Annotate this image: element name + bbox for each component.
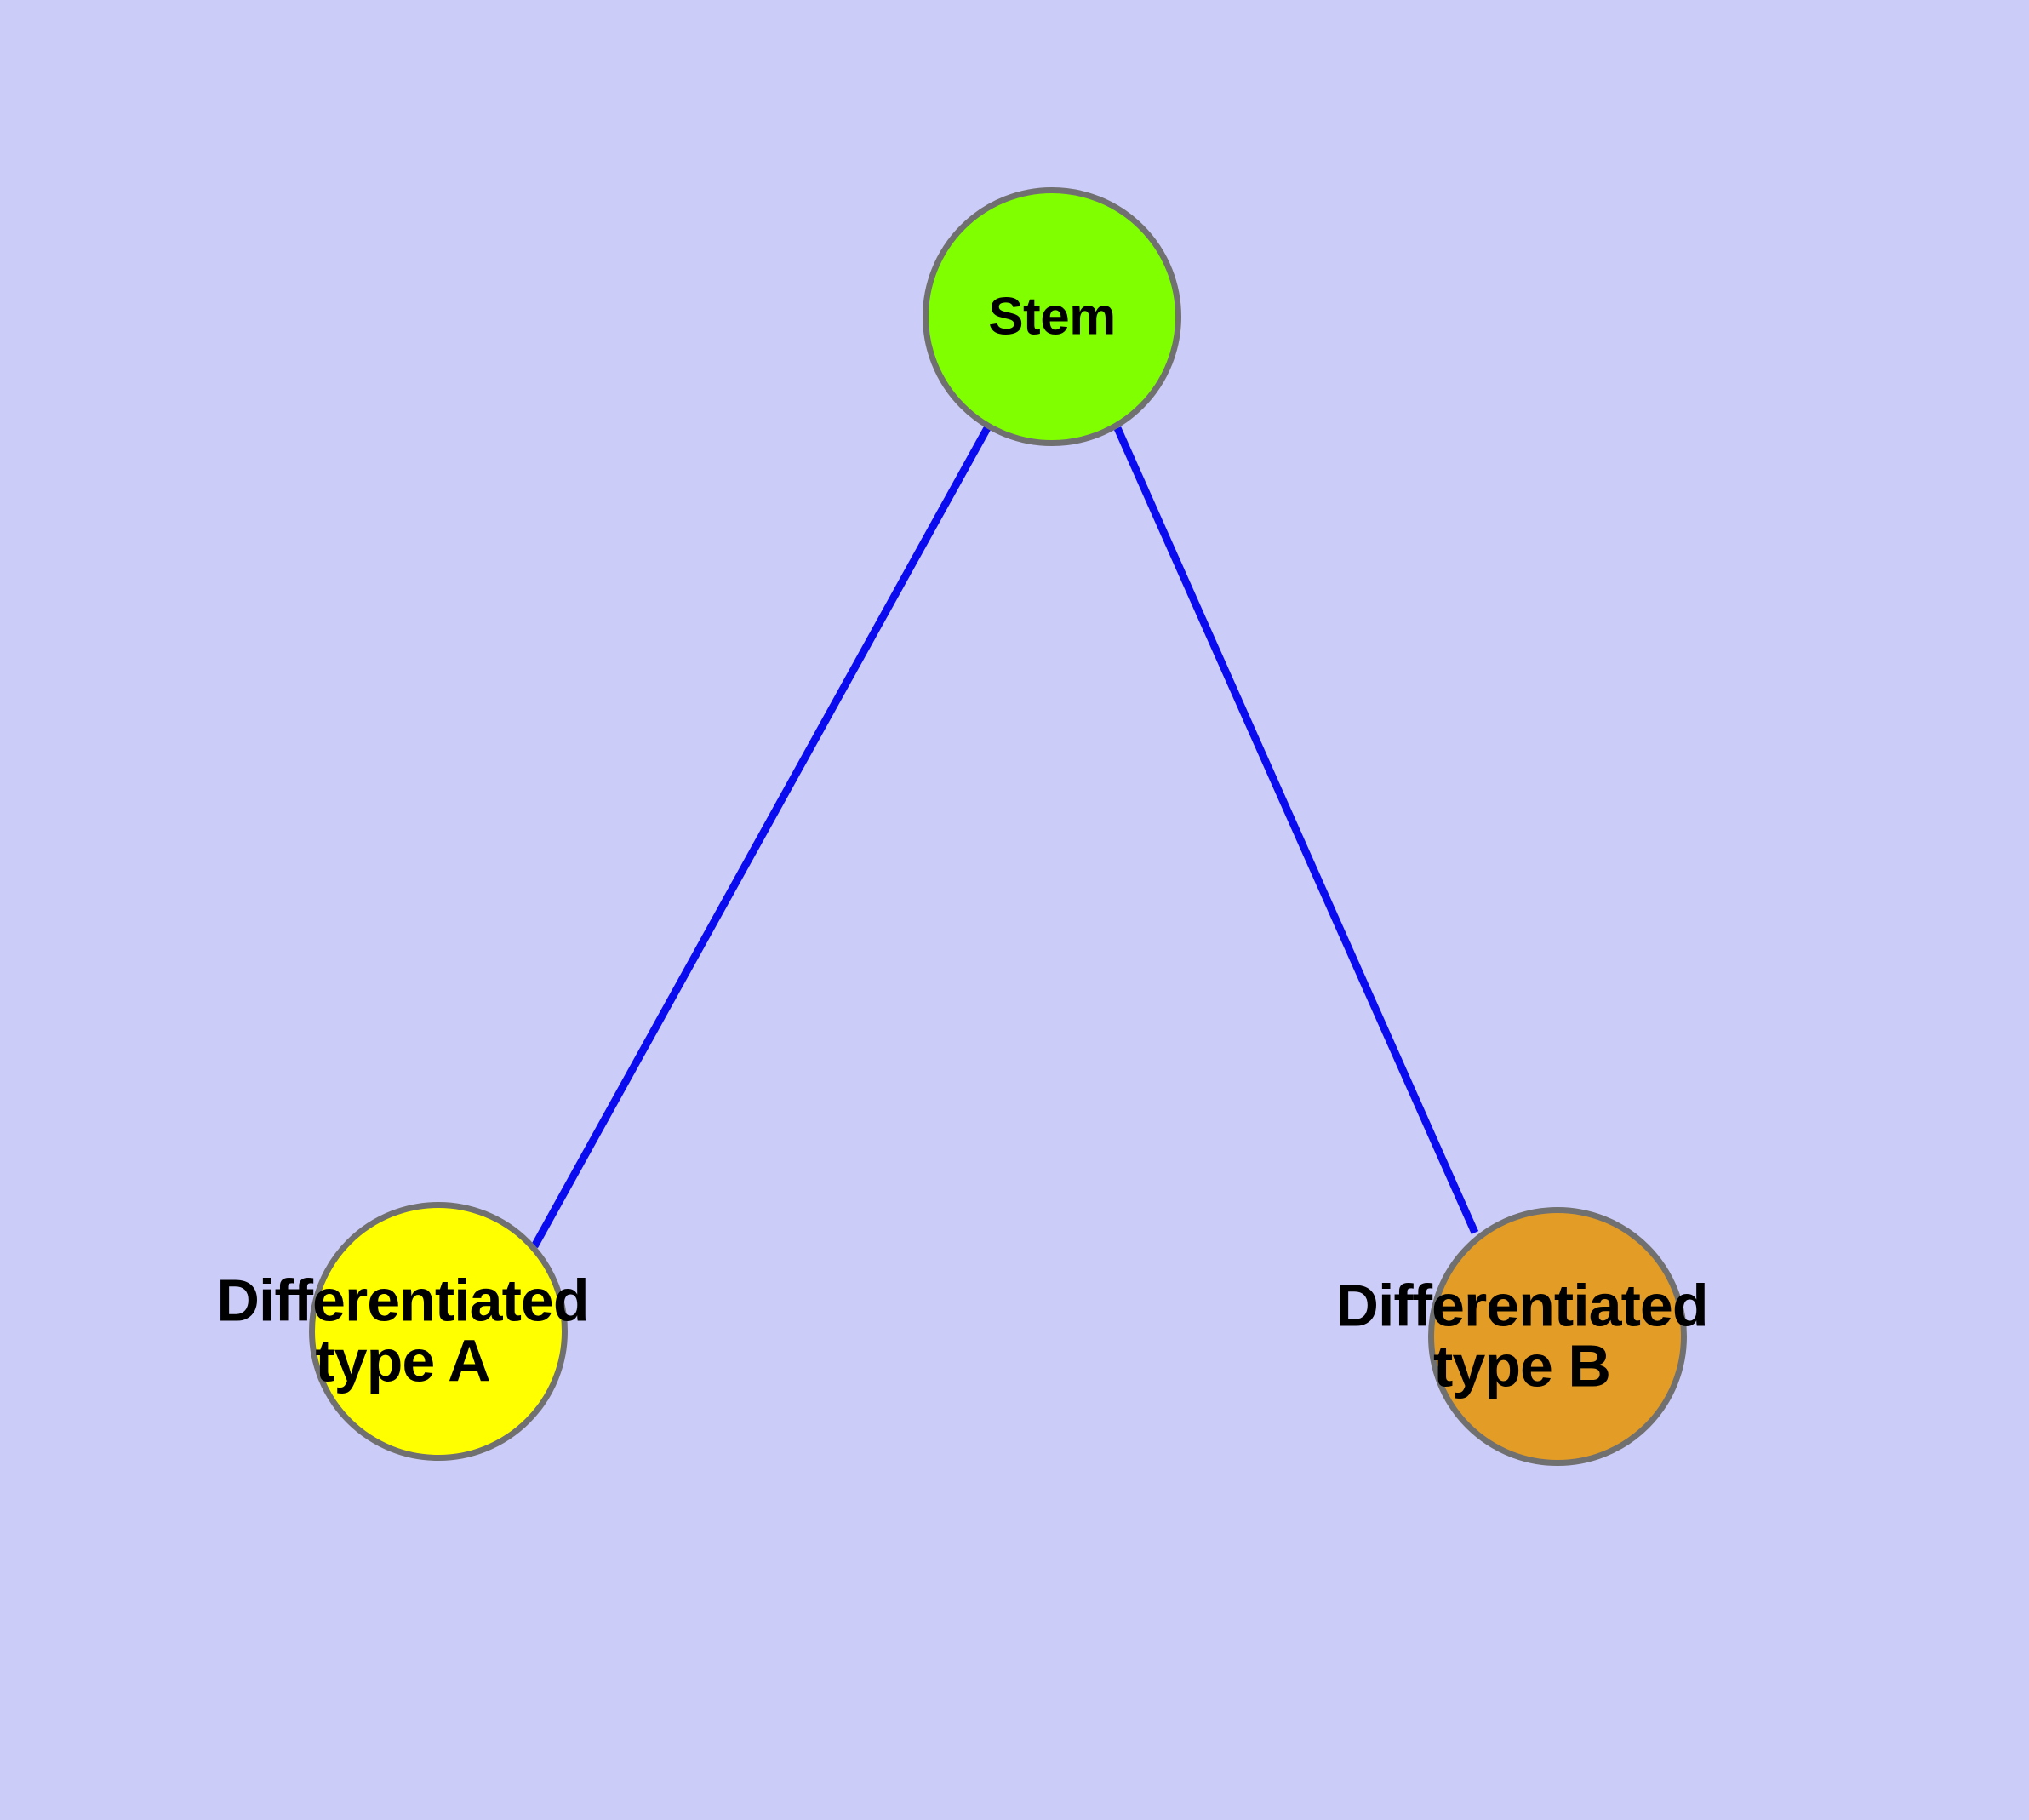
edge-stem-to-type-b[interactable] (1113, 426, 1479, 1234)
node-differentiated-type-a[interactable] (309, 1202, 568, 1461)
node-differentiated-type-b[interactable] (1428, 1207, 1687, 1466)
node-layer (309, 187, 1687, 1466)
node-stem[interactable] (923, 187, 1181, 446)
edge-stem-to-type-a[interactable] (531, 426, 991, 1249)
edge-layer (531, 426, 1479, 1249)
